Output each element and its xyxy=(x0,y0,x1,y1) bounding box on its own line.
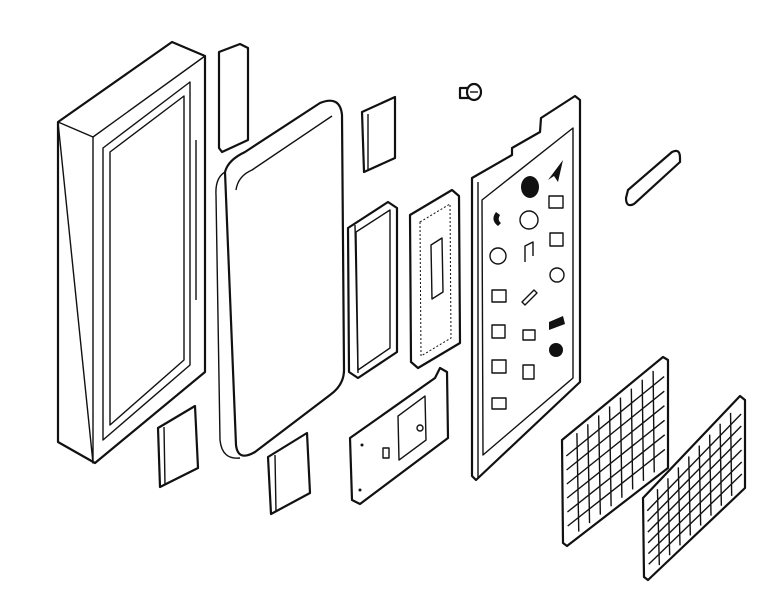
circuit-board xyxy=(408,188,462,370)
small-plate xyxy=(156,404,200,489)
keypad-grid xyxy=(560,355,670,548)
grid-line xyxy=(647,425,742,522)
edit-icon xyxy=(521,289,538,306)
back-cover xyxy=(215,99,346,459)
grid-line xyxy=(677,467,681,546)
grid-line xyxy=(566,390,665,471)
grid-line xyxy=(619,397,623,498)
alarm-clock-icon xyxy=(489,247,507,265)
trash-icon xyxy=(522,364,535,380)
settings-gear-icon xyxy=(549,267,565,283)
weather-icon xyxy=(549,343,563,357)
grid-line xyxy=(647,449,743,544)
screw xyxy=(458,82,483,102)
grid-line xyxy=(566,419,666,499)
grid-line xyxy=(729,412,733,496)
front-frame xyxy=(56,40,207,465)
bank-icon xyxy=(491,359,507,374)
small-plate xyxy=(360,95,397,174)
grid-line xyxy=(708,434,712,516)
car-icon xyxy=(549,316,565,330)
photo-icon xyxy=(549,232,564,247)
mail-icon xyxy=(491,397,507,410)
side-strip xyxy=(217,42,250,154)
grid-line xyxy=(567,448,666,527)
grid-line xyxy=(688,456,692,536)
battery xyxy=(346,200,399,380)
grid-line xyxy=(608,406,612,507)
grid-line xyxy=(719,423,723,506)
grid-line xyxy=(698,445,702,526)
grid-line xyxy=(646,413,742,512)
small-plate xyxy=(266,431,312,516)
grid-line xyxy=(656,489,661,566)
grid-line xyxy=(566,434,666,513)
phone-icon xyxy=(493,212,501,226)
grid-line xyxy=(630,388,634,490)
side-button xyxy=(624,149,682,207)
calendar-icon xyxy=(491,289,507,303)
grid-line xyxy=(648,473,743,565)
grid-line xyxy=(565,376,665,457)
chat-bubble-icon xyxy=(521,176,539,198)
keypad-grid xyxy=(641,394,747,582)
grid-line xyxy=(667,478,671,556)
grid-line xyxy=(652,370,655,473)
app-icons xyxy=(489,160,565,410)
music-note-icon xyxy=(524,241,534,262)
display-panel xyxy=(470,94,582,482)
grid-line xyxy=(647,437,742,533)
globe-icon xyxy=(519,210,539,230)
lock-icon xyxy=(522,329,536,341)
grid-line xyxy=(576,433,580,532)
bottom-board xyxy=(348,366,450,506)
grid-line xyxy=(587,424,591,524)
navigation-arrow-icon xyxy=(548,160,563,182)
grid-line xyxy=(647,461,743,555)
grid-line xyxy=(641,379,645,481)
grid-line xyxy=(597,415,602,515)
camera-icon xyxy=(548,195,564,209)
grid-line xyxy=(566,405,665,485)
notes-icon xyxy=(491,324,506,339)
